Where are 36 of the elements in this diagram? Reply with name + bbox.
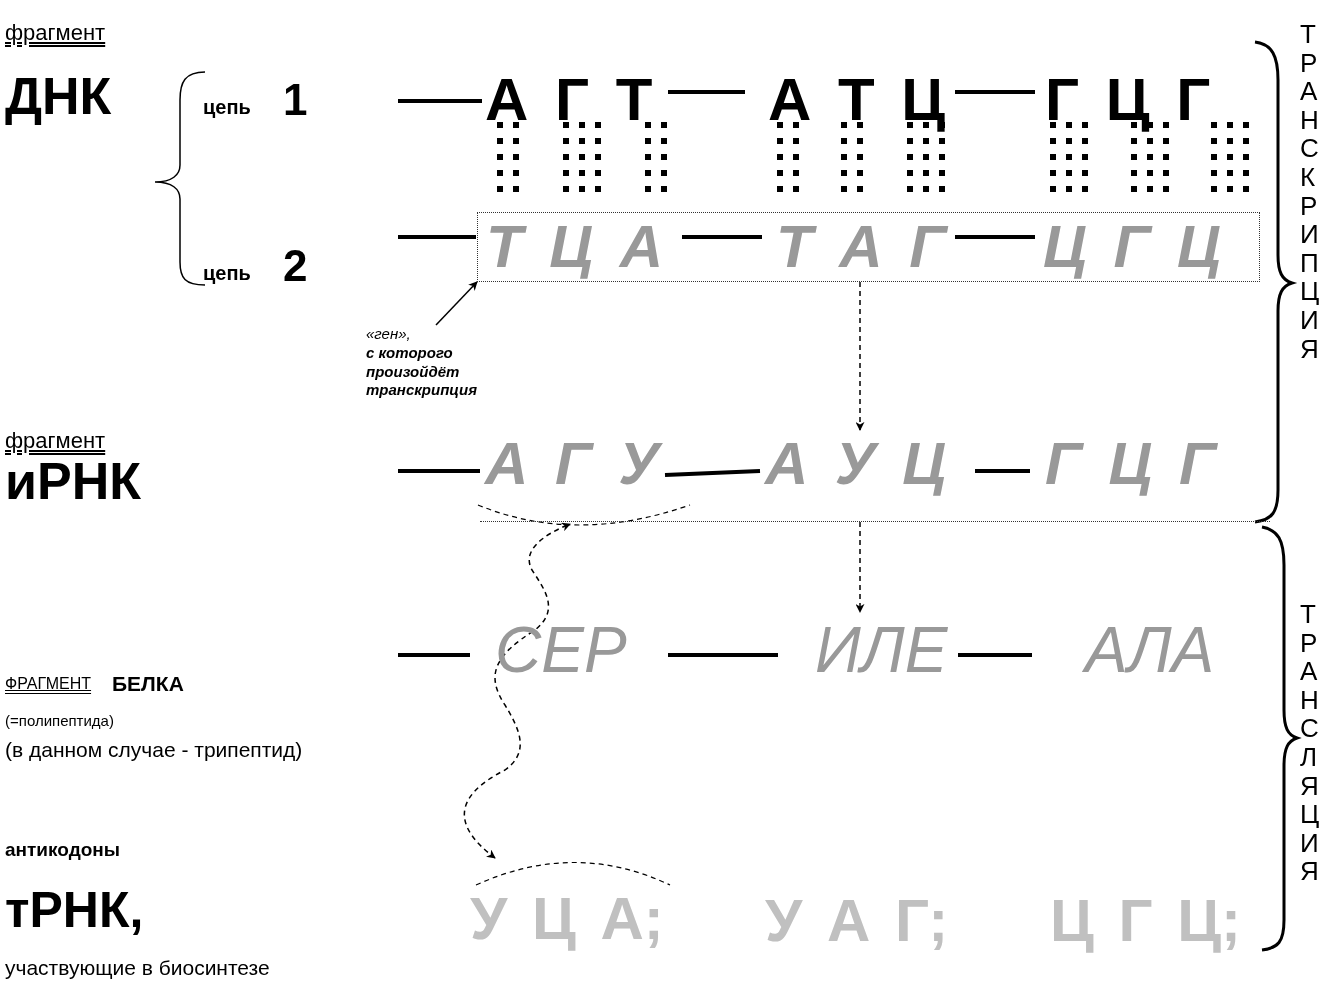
molecule-label: БЕЛКА [112, 671, 184, 697]
amino-acid-text: ИЛЕ [815, 618, 948, 682]
molecule-label: иРНК [5, 455, 141, 507]
fragment-caption: ФРАГМЕНТ [5, 674, 92, 694]
molecule-label: тРНК, [5, 885, 144, 935]
strand-number: 1 [283, 78, 308, 122]
codon-text: Ц Г Ц [1043, 217, 1221, 277]
note-text: (=полипептида) [5, 711, 114, 731]
process-label: ТРАНСЛЯЦИЯ [1300, 600, 1321, 886]
strand-label: цепь [203, 95, 251, 120]
fragment-caption: фрагмент [5, 19, 106, 47]
strand-number: 2 [283, 244, 308, 288]
codon-text: Г Ц Г [1045, 70, 1211, 130]
strand-label: цепь [203, 261, 251, 286]
note-text: участвующие в биосинтезе [5, 955, 270, 981]
codon-text: А У Ц [765, 434, 947, 494]
anticodon-text: У А Г; [765, 880, 985, 955]
note-text: (в данном случае - трипептид) [5, 737, 303, 763]
process-label: ТРАНСКРИПЦИЯ [1300, 20, 1321, 364]
anticodon-text: У Ц А; [470, 858, 695, 953]
annotation-text: с которого произойдёт транскрипция [366, 343, 479, 400]
dashed-arrow [855, 521, 865, 613]
annotation-text: «ген», [366, 325, 412, 344]
codon-text: Г Ц Г [1045, 434, 1216, 494]
codon-text: Т Ц А [486, 217, 664, 277]
arrow [435, 281, 478, 326]
codon-text: А Г Т [485, 70, 653, 130]
dashed-arrow [463, 523, 571, 859]
fragment-caption: фрагмент [5, 427, 106, 455]
codon-text: Т А Г [776, 217, 947, 277]
anticodon-caption: антикодоны [5, 838, 120, 862]
anticodon-text: Ц Г Ц; [1050, 880, 1265, 955]
amino-acid-text: СЕР [495, 618, 627, 682]
codon-text: А Т Ц [768, 70, 946, 130]
dashed-arrow [855, 281, 865, 431]
gene-box [477, 212, 1260, 282]
